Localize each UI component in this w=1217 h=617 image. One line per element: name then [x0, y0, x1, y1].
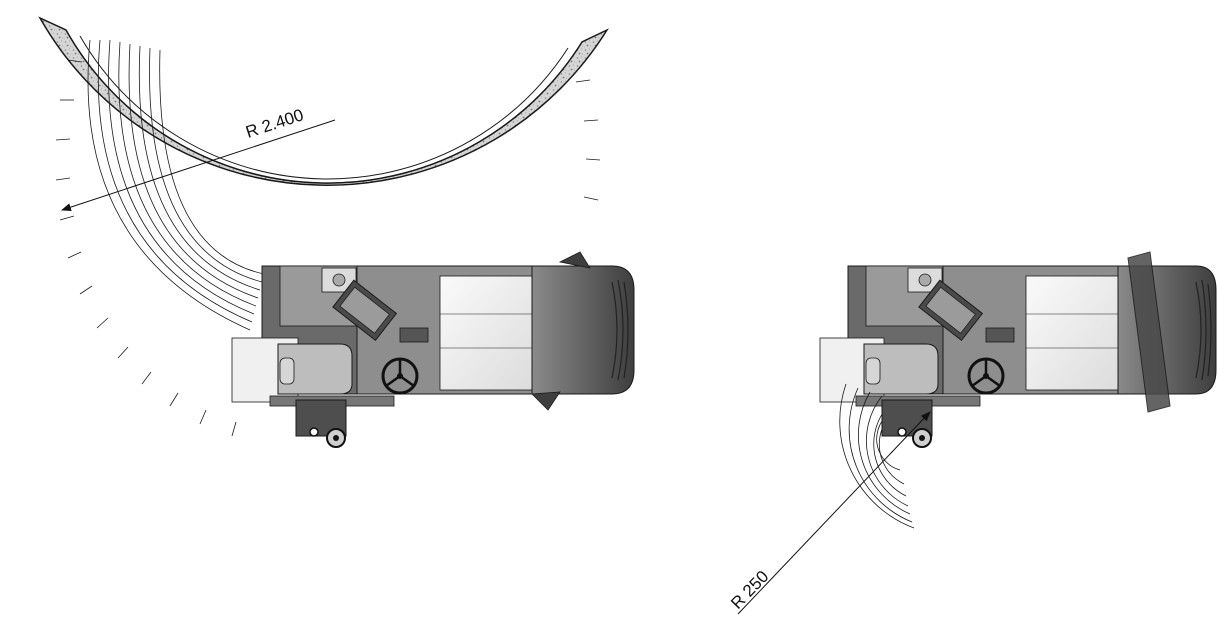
vehicle-right-pivot-icon: [897, 427, 907, 437]
tunnel-lining-inner: [79, 35, 569, 180]
vehicle-right-steering-wheel-icon: [967, 357, 1005, 395]
vehicle-left-mirror: [531, 391, 561, 411]
dimension-r250-label: R 250: [727, 567, 772, 613]
vehicle-right: [819, 251, 1217, 529]
vehicle-left-seat: [277, 343, 353, 395]
vehicle-left-dash: [399, 327, 429, 343]
vehicle-left-hatch-icon: [332, 273, 346, 287]
vehicle-right-hatch-icon: [918, 273, 932, 287]
vehicle-left-steering-wheel-icon: [381, 357, 419, 395]
tunnel-segment-joints: [55, 59, 601, 437]
tunnel-lining-band: [65, 29, 583, 184]
tunnel-ring-large: [38, 16, 610, 437]
vehicle-left-seat-cushion: [279, 357, 295, 385]
vehicle-left-pivot-icon: [309, 427, 319, 437]
vehicle-left-glass-panel: [439, 275, 533, 391]
vehicle-right-dash: [985, 327, 1015, 343]
vehicle-right-seat: [863, 343, 939, 395]
dimension-r2400-leader: [61, 119, 336, 211]
rear-wheel-swept-arcs: [839, 383, 919, 529]
vehicle-left-cab-ribs: [611, 279, 629, 381]
tunnel-concrete-ring: [38, 16, 610, 186]
vehicle-left: [231, 251, 635, 448]
dimension-r250-leader: [737, 411, 931, 615]
vehicle-right-cab-ribs: [1195, 279, 1212, 381]
vehicle-left-cab: [531, 265, 635, 395]
vehicle-left-engine-box: [332, 279, 398, 341]
vehicle-left-mirror-top: [558, 251, 591, 269]
dimension-r2400-label: R 2.400: [243, 105, 306, 141]
vehicle-right-glass-panel: [1025, 275, 1119, 391]
swept-path-arcs: [87, 39, 265, 331]
vehicle-right-engine-box: [918, 279, 984, 341]
vehicle-right-front-blade: [1127, 251, 1171, 413]
vehicle-right-seat-cushion: [865, 357, 881, 385]
dimension-r250: R 250: [727, 411, 931, 615]
